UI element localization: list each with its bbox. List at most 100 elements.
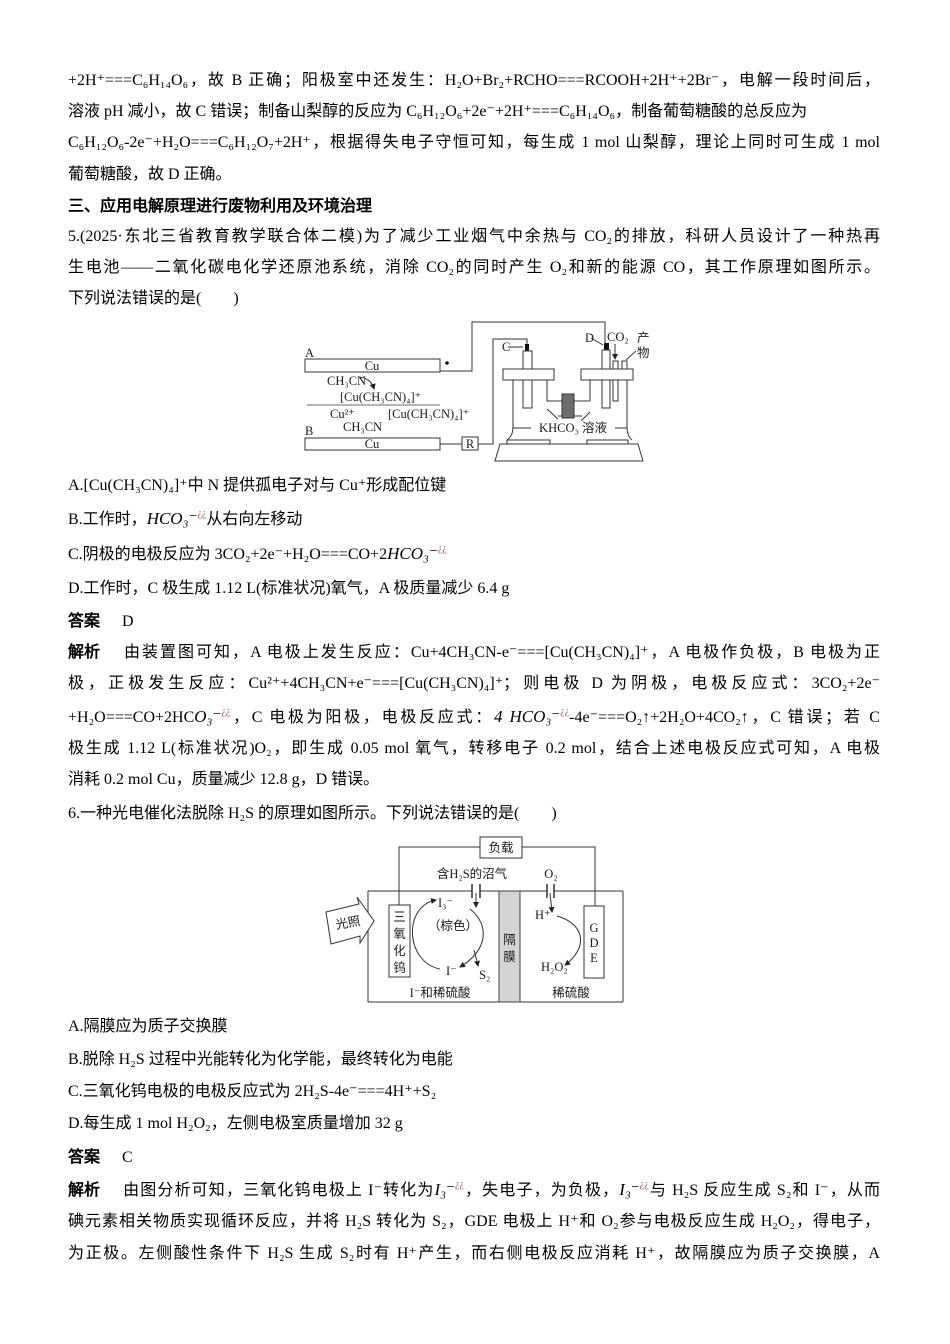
text-run: 由图分析可知，三氧化钨电极上 I⁻转化为 (122, 1182, 435, 1199)
base-plate-left (506, 439, 551, 445)
q5-figure-thermal-regenerative-cell: A Cu CH₃CN [Cu(CH₃CN)₄]⁺ Cu²⁺ [Cu(CH₃CN)… (304, 321, 650, 462)
answer-label: 答案 (68, 611, 101, 630)
left-cell-wall (506, 380, 514, 441)
electrode-c-clip (525, 344, 529, 351)
wo3-electrode (388, 904, 411, 978)
right-cell-cap (580, 368, 634, 381)
text-run: C₆H₁₂O₆-2e⁻+H₂O===C₆H₁₂O₇+2H⁺，根据得失电子守恒可知… (68, 134, 880, 151)
text-run: ，失电子，为负极， (463, 1182, 620, 1199)
sulfur-label: S₂ (479, 968, 490, 982)
q6-analysis-line: 为正极。左侧酸性条件下 H₂S 生成 S₂时有 H⁺产生，而右侧电极反应消耗 H… (68, 1243, 880, 1265)
left-cell-cap (502, 368, 555, 381)
text-run: ，C 电极为阳极，电极反应式： (230, 709, 494, 726)
leader-line (625, 350, 637, 361)
proton-label: H⁺ (535, 908, 551, 922)
left-solution-label: I⁻和稀硫酸 (410, 985, 471, 1000)
text-run: D.工作时，C 极生成 1.12 L(标准状况)氧气，A 极质量减少 6.4 g (68, 580, 510, 597)
cycle-arrow-icon (459, 908, 484, 968)
membrane-char: 隔 (503, 933, 516, 947)
leader-line (580, 411, 591, 422)
q5-analysis-line: +H₂O===CO+2HCO₃⁻¿¿，C 电极为阳极，电极反应式：4 HCO₃⁻… (68, 706, 880, 728)
q5-analysis-line: 极生成 1.12 L(标准状况)O₂，即生成 0.05 mol 氧气，转移电子 … (68, 738, 880, 760)
text-run: 与 H₂S 反应生成 S₂和 I⁻，从而 (648, 1182, 880, 1199)
electrode-left-char: 化 (393, 944, 406, 958)
electrode-right-char: D (589, 936, 598, 950)
q6-option-c: C.三氧化钨电极的电极反应式为 2H₂S-4e⁻===4H⁺+S₂ (68, 1081, 436, 1103)
load-label: 负载 (488, 841, 514, 855)
electrode-a-plate (304, 358, 441, 373)
gde-electrode (583, 905, 605, 979)
text-run: D.每生成 1 mol H₂O₂，左侧电极室质量增加 32 g (68, 1115, 403, 1132)
q5-option-d: D.工作时，C 极生成 1.12 L(标准状况)氧气，A 极质量减少 6.4 g (68, 578, 509, 600)
section-heading: 三、应用电解原理进行废物利用及环境治理 (68, 196, 373, 215)
electrode-left-char: 氧 (393, 927, 406, 941)
light-arrow-icon (325, 896, 375, 945)
iodide-label: I⁻ (446, 964, 457, 978)
product-label: 产 (637, 331, 650, 345)
formula-italic: HCO₃⁻ (146, 509, 198, 528)
electrode-right-char: G (589, 921, 598, 935)
q6-stem: 6.一种光电催化法脱除 H₂S 的原理如图所示。下列说法错误的是( ) (68, 805, 557, 822)
q6-analysis-line: 碘元素相关物质实现循环反应，并将 H₂S 转化为 S₂，GDE 电极上 H⁺和 … (68, 1211, 880, 1233)
electrode-d-clip (604, 343, 609, 350)
solution-label: KHCO₃ 溶液 (539, 420, 607, 435)
answer-label: 答案 (68, 1147, 101, 1166)
text-run: 由装置图可知，A 电极上发生反应：Cu+4CH₃CN-e⁻===[Cu(CH₃C… (122, 644, 880, 661)
electrode-a-metal: Cu (365, 359, 380, 373)
q5-stem-line: 5.(2025·东北三省教育教学联合体二模)为了减少工业烟气中余热与 CO₂的排… (68, 228, 880, 245)
left-cell-inner-wall (546, 380, 562, 402)
continuation-line: 葡萄糖酸，故 D 正确。 (68, 164, 232, 186)
right-solution-label: 稀硫酸 (552, 985, 590, 1000)
product-outlet-tube (621, 360, 628, 370)
electrode-b-label: B (305, 424, 313, 438)
text-run: 极，正极发生反应：Cu²⁺+4CH₃CN+e⁻===[Cu(CH₃CN)₄]⁺；… (68, 675, 880, 692)
triiodide-label: I₃⁻ (438, 896, 453, 910)
text-run: B.脱除 H₂S 过程中光能转化为化学能，最终转化为电能 (68, 1051, 453, 1068)
leader-line (590, 337, 604, 346)
wire-a-to-d (440, 321, 606, 372)
text-run: 为正极。左侧酸性条件下 H₂S 生成 S₂时有 H⁺产生，而右侧电极反应消耗 H… (68, 1245, 880, 1262)
q5-stem-line: 生电池——二氧化碳电化学还原池系统，消除 CO₂的同时产生 O₂和新的能源 CO… (68, 259, 880, 276)
artifact-mark: ¿¿ (455, 1179, 464, 1190)
formula-italic: HCO₃⁻ (387, 544, 438, 563)
text-run: A.[Cu(CH₃CN)₄]⁺中 N 提供孤电子对与 Cu⁺形成配位键 (68, 477, 447, 494)
text-run: -4e⁻===O₂↑+2H₂O+4CO₂↑，C 错误；若 C (569, 709, 880, 726)
continuation-line: C₆H₁₂O₆-2e⁻+H₂O===C₆H₁₂O₇+2H⁺，根据得失电子守恒可知… (68, 132, 880, 154)
artifact-mark: ¿¿ (639, 1179, 649, 1190)
branch-arrow-icon (473, 949, 480, 967)
q5-stem-line: 下列说法错误的是( ) (68, 290, 239, 307)
electrode-left-char: 钨 (393, 960, 406, 975)
continuation-line: +2H⁺===C₆H₁₄O₆，故 B 正确；阳极室中还发生：H₂O+Br₂+RC… (68, 70, 880, 92)
analysis-label: 解析 (68, 642, 101, 661)
analysis-label: 解析 (68, 1180, 101, 1199)
base-plate-right (586, 439, 629, 445)
terminal-dot (445, 361, 449, 365)
wire-r-to-c (478, 338, 528, 445)
electrode-a-label: A (305, 346, 314, 360)
text-run: +H₂O===CO+2HC (68, 709, 195, 726)
leader-line (546, 408, 559, 420)
right-cell-wall (626, 380, 633, 441)
artifact-mark: ¿¿ (437, 543, 447, 554)
light-label: 光照 (334, 914, 361, 932)
text-run: C.三氧化钨电极的电极反应式为 2H₂S-4e⁻===4H⁺+S₂ (68, 1083, 437, 1100)
text-run: 溶液 pH 减小，故 C 错误；制备山梨醇的反应为 C₆H₁₂O₆+2e⁻+2H… (68, 103, 808, 120)
electrode-left-char: 三 (393, 910, 406, 924)
peroxide-label: H₂O₂ (541, 960, 568, 974)
text-run: 葡萄糖酸，故 D 正确。 (68, 166, 232, 183)
formula-italic: O₃⁻ (194, 707, 222, 726)
q5-option-b: B.工作时，HCO₃⁻¿¿从右向左移动 (68, 508, 302, 530)
continuation-line: 溶液 pH 减小，故 C 错误；制备山梨醇的反应为 C₆H₁₂O₆+2e⁻+2H… (68, 101, 807, 123)
answer-value: D (122, 613, 134, 630)
gas-left-label: 含H₂S的沼气 (437, 866, 508, 881)
text-run: A.隔膜应为质子交换膜 (68, 1018, 228, 1035)
formula-italic: I₃⁻ (434, 1180, 456, 1199)
q6-analysis-line: 解析由图分析可知，三氧化钨电极上 I⁻转化为I₃⁻¿¿，失电子，为负极，I₃⁻¿… (68, 1179, 880, 1201)
text-run: +2H⁺===C₆H₁₄O₆，故 B 正确；阳极室中还发生：H₂O+Br₂+RC… (68, 72, 880, 89)
right-cell-inner-wall (574, 380, 591, 402)
q5-analysis-line: 解析 由装置图可知，A 电极上发生反应：Cu+4CH₃CN-e⁻===[Cu(CH… (68, 641, 880, 663)
q6-figure-photoelectrocatalysis-cell: 负载 含H₂S的沼气 O₂ 光照 三 氧 化 钨 I₃⁻ （棕色） I⁻ S₂ … (325, 836, 624, 1003)
complex-top-label: [Cu(CH₃CN)₄]⁺ (340, 390, 421, 404)
